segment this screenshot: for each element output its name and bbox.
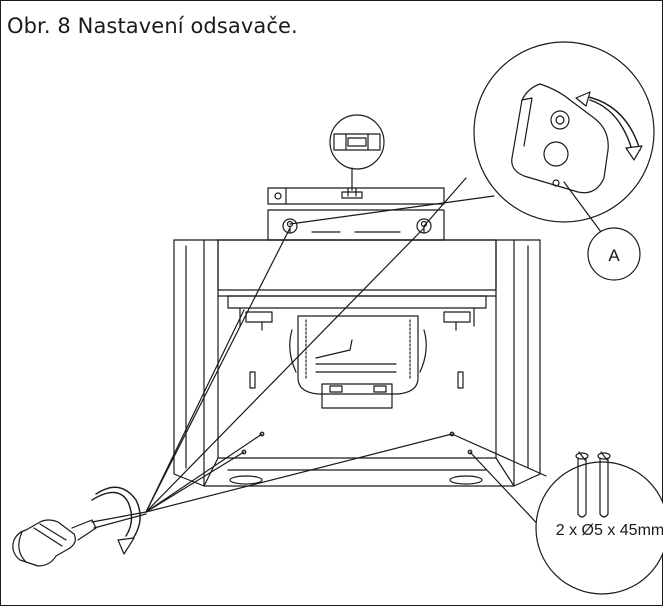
detail-a-text: A	[608, 246, 620, 265]
detail-a-label	[587, 227, 641, 281]
level-magnifier	[329, 114, 385, 191]
rotation-arrow-icon	[91, 486, 141, 555]
screw-icon	[575, 451, 589, 518]
detail-a-magnifier	[473, 41, 655, 237]
screws-spec-text: 2 x Ø5 x 45mm	[556, 522, 663, 539]
figure-caption: Obr. 8 Nastavení odsavače.	[7, 14, 298, 38]
screwdriver-leader-lines	[145, 227, 453, 513]
screw-icon	[597, 451, 611, 518]
screwdriver-icon	[12, 511, 147, 567]
spirit-level	[267, 187, 445, 205]
leader-line	[423, 177, 467, 227]
leader-line	[289, 195, 495, 225]
screws-magnifier	[451, 433, 663, 595]
fan-motor	[289, 315, 427, 409]
